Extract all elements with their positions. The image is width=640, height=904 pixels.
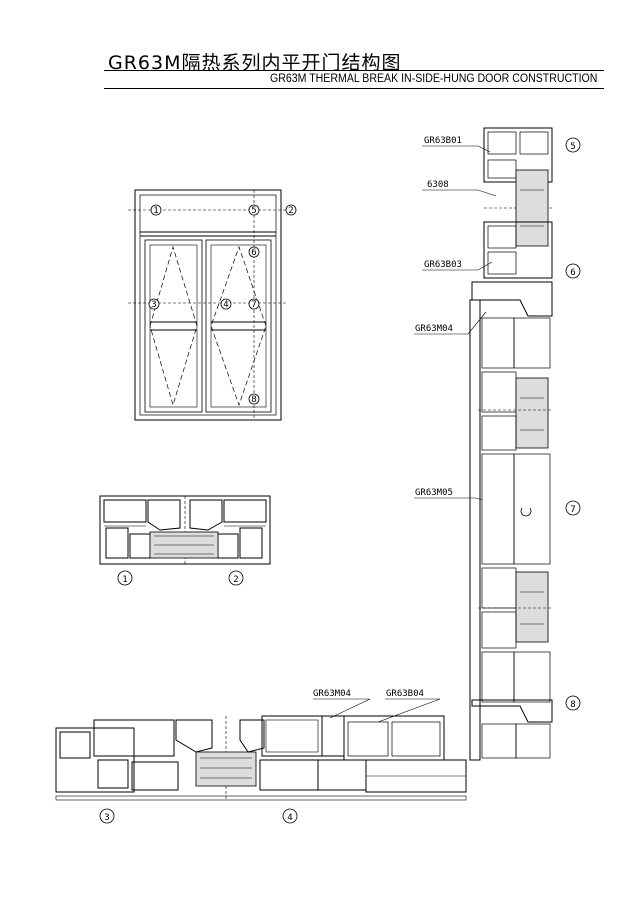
marker-8-elevation: [248, 393, 260, 405]
marker-7-elevation-label: 7: [251, 300, 256, 310]
marker-7-section-label: 7: [570, 505, 575, 515]
marker-5-section: [565, 137, 581, 153]
marker-3-section: [99, 808, 115, 824]
marker-6-section-label: 6: [570, 268, 575, 278]
marker-8-elevation-label: 8: [251, 395, 256, 405]
marker-3-section-label: 3: [104, 813, 109, 823]
label-gr63b04: GR63B04: [386, 689, 424, 699]
section-3-4: [55, 715, 467, 801]
label-gr63m05: GR63M05: [415, 488, 453, 498]
marker-2-section: [228, 570, 244, 586]
marker-4-elevation-label: 4: [223, 300, 228, 310]
marker-1-elevation-label: 1: [153, 206, 158, 216]
vertical-section: [469, 127, 553, 761]
label-6308: 6308: [427, 180, 449, 190]
marker-5-section-label: 5: [570, 142, 575, 152]
marker-2-elevation: [285, 204, 297, 216]
marker-5-elevation: [248, 204, 260, 216]
marker-1-section-label: 1: [122, 575, 127, 585]
marker-8-section: [565, 695, 581, 711]
section-1-2: [99, 495, 271, 565]
label-gr63b03: GR63B03: [424, 260, 462, 270]
drawing-title-cn: GR63M隔热系列内平开门结构图: [108, 52, 402, 74]
marker-1-section: [117, 570, 133, 586]
marker-7-section: [565, 500, 581, 516]
marker-3-elevation-label: 3: [151, 300, 156, 310]
title-rule-top: [104, 70, 604, 71]
marker-3-elevation: [148, 298, 160, 310]
marker-5-elevation-label: 5: [251, 206, 256, 216]
marker-2-section-label: 2: [233, 575, 238, 585]
label-gr63b01: GR63B01: [424, 136, 462, 146]
drawing-title-en: GR63M THERMAL BREAK IN-SIDE-HUNG DOOR CO…: [270, 73, 598, 85]
marker-4-section: [282, 808, 298, 824]
door-elevation: [128, 189, 290, 421]
title-rule-bottom: [104, 88, 604, 89]
label-gr63m04-vertical: GR63M04: [415, 324, 453, 334]
marker-6-section: [565, 263, 581, 279]
marker-4-elevation: [220, 298, 232, 310]
marker-2-elevation-label: 2: [288, 206, 293, 216]
marker-8-section-label: 8: [570, 700, 575, 710]
marker-6-elevation-label: 6: [251, 248, 256, 258]
marker-6-elevation: [248, 246, 260, 258]
elevation-markers: [148, 204, 297, 405]
marker-4-section-label: 4: [287, 813, 292, 823]
label-gr63m04-horizontal: GR63M04: [313, 689, 351, 699]
marker-1-elevation: [150, 204, 162, 216]
marker-7-elevation: [248, 298, 260, 310]
